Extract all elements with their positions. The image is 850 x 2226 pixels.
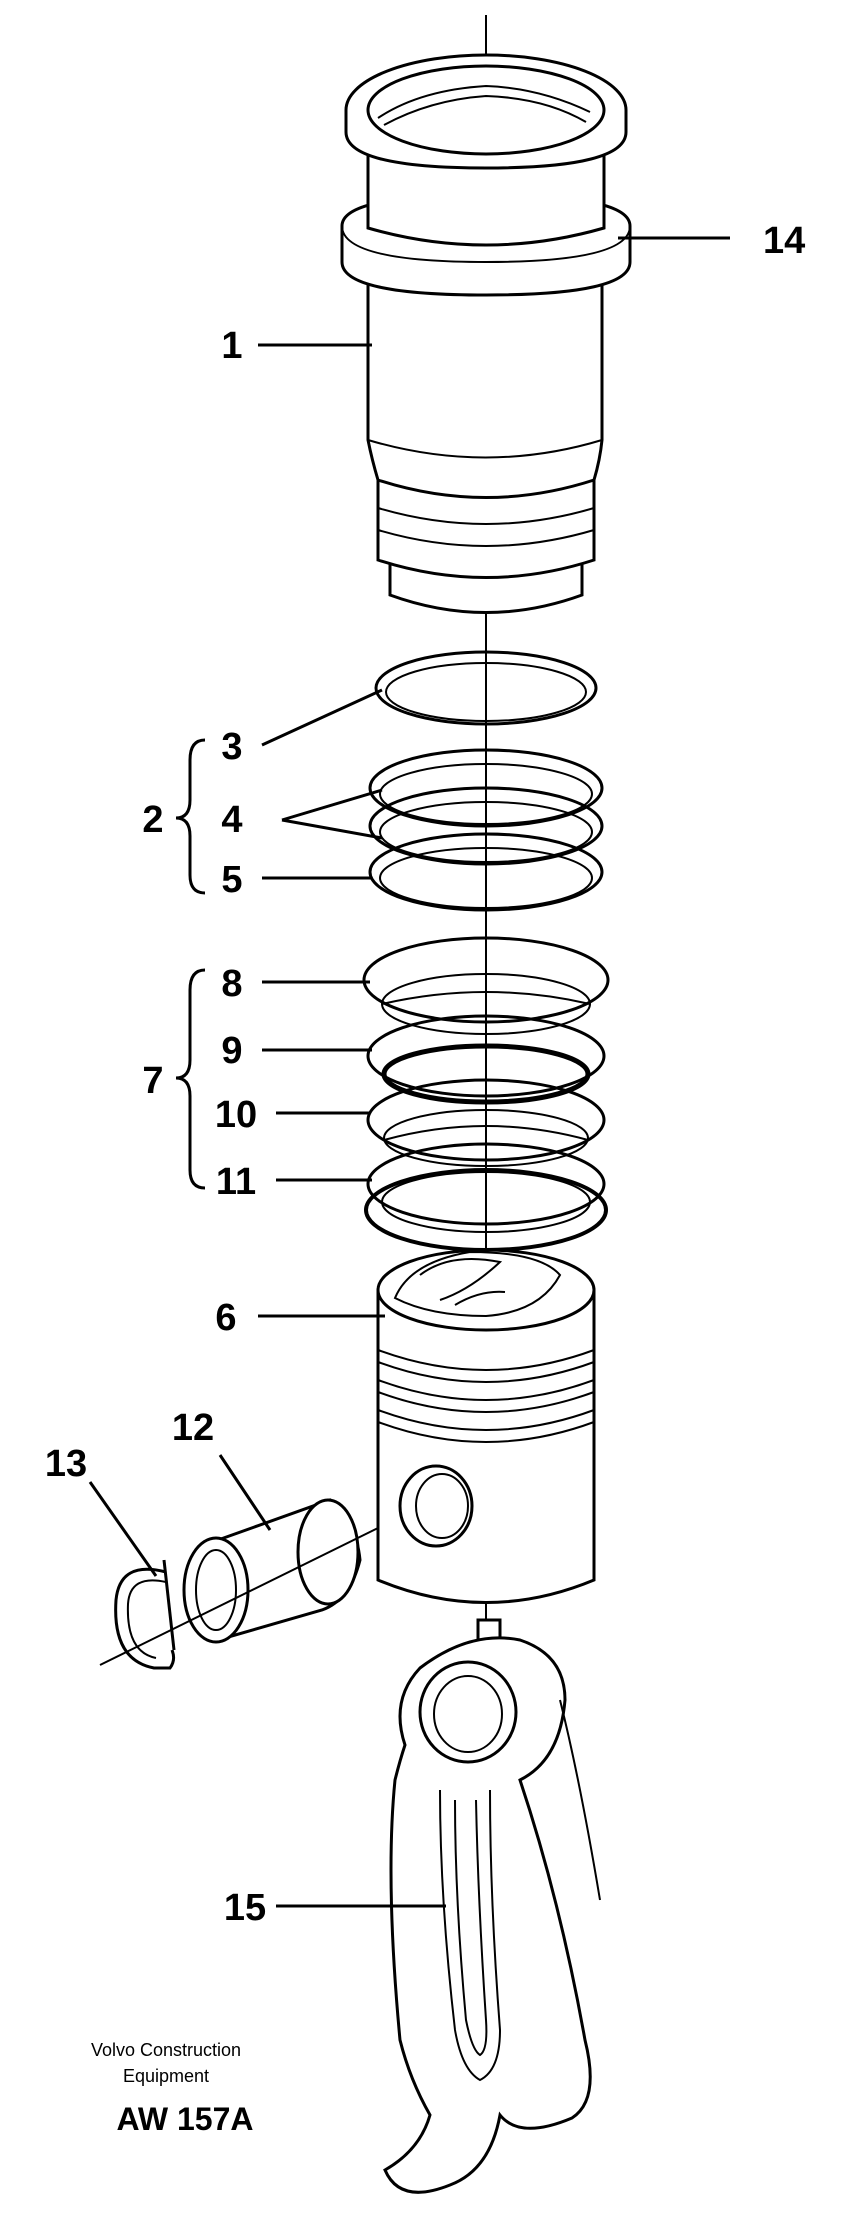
leader-13 [88,1481,158,1577]
callout-15: 15 [224,1887,266,1929]
callout-1: 1 [221,325,242,367]
brace-group-2 [175,738,206,895]
callout-5: 5 [221,859,242,901]
circlip [114,1559,176,1670]
leader-4b [281,818,383,840]
leader-lines [88,236,730,1908]
gudgeon-pin [99,1498,379,1666]
callout-11: 11 [216,1161,256,1203]
callout-3: 3 [221,726,242,768]
callout-14: 14 [763,220,805,262]
manufacturer-line-2: Equipment [123,2066,209,2086]
brace-group-7 [175,968,206,1190]
seal-ring-3 [374,650,598,726]
figure-code: AW 157A [117,2101,254,2137]
leader-3 [261,688,383,747]
cylinder-liner [340,53,632,614]
callout-8: 8 [221,963,242,1005]
callout-6: 6 [215,1297,236,1339]
connecting-rod [383,1618,601,2194]
piston-ring-8 [362,936,610,1035]
callout-12: 12 [172,1407,214,1449]
seal-ring-4a [368,748,604,828]
piston-ring-10 [366,1078,606,1167]
callout-10: 10 [215,1094,257,1136]
leader-4a [281,788,383,822]
callout-9: 9 [221,1030,242,1072]
piston-ring-9 [366,1014,606,1105]
callout-13: 13 [45,1443,87,1485]
seal-ring-5 [368,832,604,912]
manufacturer-line-1: Volvo Construction [91,2040,241,2060]
seal-ring-4b [368,786,604,866]
callout-2: 2 [142,799,163,841]
piston [376,1248,596,1604]
callout-7: 7 [142,1060,163,1102]
leader-12 [218,1454,272,1531]
callout-4: 4 [221,799,242,841]
